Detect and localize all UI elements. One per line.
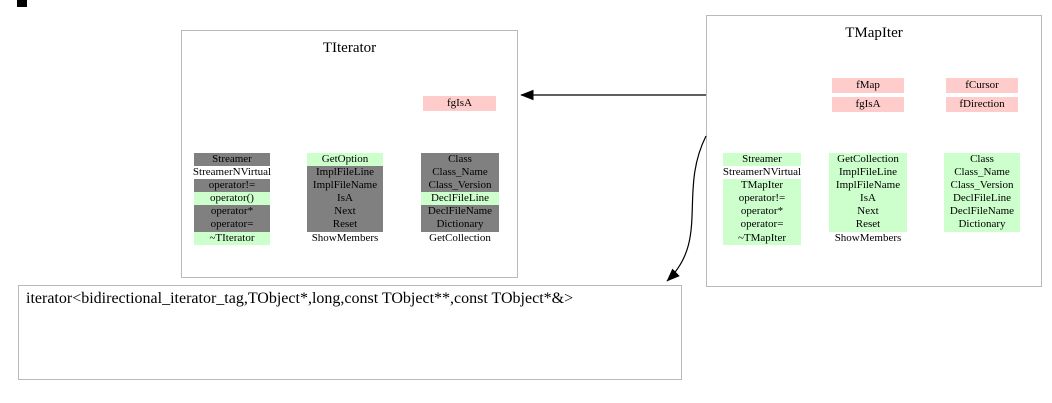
tmapiter-data-members-col1: fMap fgIsA [832,78,904,116]
member-cell: IsA [303,192,387,206]
member-cell: Class_Name [418,166,502,180]
member-cell: Reset [303,218,387,232]
data-member-cell: fDirection [946,97,1018,112]
class-box-tmapiter: TMapIter [706,15,1042,287]
class-title-tmapiter: TMapIter [845,25,903,41]
member-cell: Streamer [186,153,278,167]
member-cell: StreamerNVirtual [192,166,272,179]
member-cell: ~TMapIter [716,231,808,245]
member-cell: ImplFileName [825,179,911,193]
member-cell: Next [303,205,387,219]
member-cell: ShowMembers [834,231,902,244]
class-box-iterator-base: iterator<bidirectional_iterator_tag,TObj… [18,285,682,380]
member-cell: GetOption [303,153,387,167]
member-cell: TMapIter [716,179,808,193]
black-marker [17,0,27,7]
data-member-cell: fgIsA [832,97,904,112]
member-cell: operator* [186,205,278,219]
data-member-cell: fgIsA [423,96,496,111]
data-member-cell: fMap [832,78,904,93]
member-cell: StreamerNVirtual [722,166,802,179]
member-cell: Class_Name [940,166,1024,180]
member-cell: operator* [716,205,808,219]
member-cell: ImplFileLine [825,166,911,180]
member-cell: Reset [825,218,911,232]
member-cell: ImplFileName [303,179,387,193]
arrow-tmapiter-to-iterator-base [666,135,707,282]
member-cell: Dictionary [418,218,502,232]
member-cell: Streamer [716,153,808,167]
member-cell: Dictionary [940,218,1024,232]
member-cell: operator!= [716,192,808,206]
member-cell: GetCollection [429,231,491,244]
member-cell: Class_Version [940,179,1024,193]
member-cell: DeclFileLine [940,192,1024,206]
member-cell: DeclFileName [418,205,502,219]
member-cell: Next [825,205,911,219]
member-cell: operator= [186,218,278,232]
member-cell: operator= [716,218,808,232]
iterator-base-class-name: iterator<bidirectional_iterator_tag,TObj… [26,290,574,307]
data-member-cell: fCursor [946,78,1018,93]
member-cell: operator!= [186,179,278,193]
member-cell: ImplFileLine [303,166,387,180]
member-cell: DeclFileName [940,205,1024,219]
class-title-titerator: TIterator [322,40,377,56]
member-cell: ShowMembers [311,231,379,244]
member-cell: Class [418,153,502,167]
member-cell: Class_Version [418,179,502,193]
member-cell: operator() [186,192,278,206]
member-cell: Class [940,153,1024,167]
member-cell: GetCollection [825,153,911,167]
titerator-data-members: fgIsA [423,96,496,115]
tmapiter-data-members-col2: fCursor fDirection [946,78,1018,116]
member-cell: IsA [825,192,911,206]
member-cell: ~TIterator [186,231,278,245]
member-cell: DeclFileLine [418,192,502,206]
